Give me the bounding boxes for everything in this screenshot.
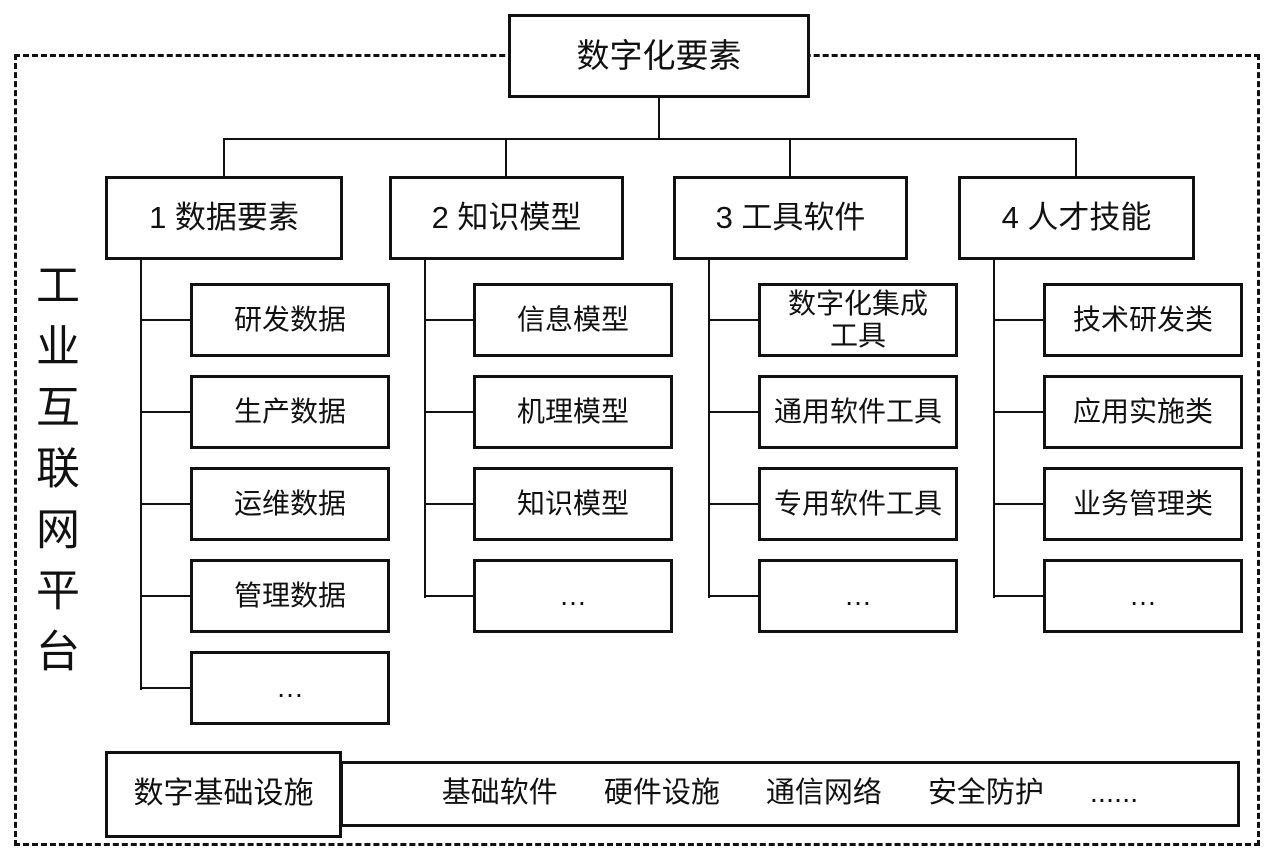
connector-drop-col2 <box>505 138 507 178</box>
connector-col2-branch-2 <box>424 411 473 413</box>
connector-col1-branch-3 <box>140 503 190 505</box>
node-general-software-tools: 通用软件工具 <box>758 375 958 449</box>
connector-col1-branch-2 <box>140 411 190 413</box>
connector-col4-branch-2 <box>993 411 1043 413</box>
platform-vertical-label: 工业互联网平台 <box>29 262 78 689</box>
connector-col4-spine <box>993 258 995 598</box>
node-header-talent-skills: 4 人才技能 <box>958 176 1195 260</box>
connector-drop-col4 <box>1075 138 1077 178</box>
infra-item-hardware-facilities: 硬件设施 <box>603 777 720 810</box>
node-data-ellipsis: … <box>190 651 390 725</box>
connector-col4-branch-4 <box>993 595 1043 597</box>
connector-col1-branch-5 <box>140 687 190 689</box>
node-application-category: 应用实施类 <box>1043 375 1243 449</box>
node-special-software-tools: 专用软件工具 <box>758 467 958 541</box>
connector-col3-branch-1 <box>708 319 758 321</box>
node-model-ellipsis: … <box>473 559 673 633</box>
node-digital-integration-tools: 数字化集成 工具 <box>758 283 958 357</box>
node-mechanism-model: 机理模型 <box>473 375 673 449</box>
infrastructure-bar: 基础软件 硬件设施 通信网络 安全防护 ...... <box>340 761 1240 827</box>
connector-bus <box>223 138 1077 140</box>
connector-col4-branch-3 <box>993 503 1043 505</box>
node-header-tool-software: 3 工具软件 <box>673 176 908 260</box>
infra-item-basic-software: 基础软件 <box>441 777 558 810</box>
connector-col2-branch-3 <box>424 503 473 505</box>
connector-drop-col3 <box>789 138 791 178</box>
infra-item-ellipsis: ...... <box>1089 777 1139 810</box>
node-rd-data: 研发数据 <box>190 283 390 357</box>
infra-item-security-protection: 安全防护 <box>927 777 1044 810</box>
connector-root-drop <box>658 97 660 140</box>
connector-col2-branch-1 <box>424 319 473 321</box>
node-business-mgmt-category: 业务管理类 <box>1043 467 1243 541</box>
node-skills-ellipsis: … <box>1043 559 1243 633</box>
platform-boundary-frame <box>14 54 1260 846</box>
node-header-knowledge-models: 2 知识模型 <box>389 176 624 260</box>
node-tools-ellipsis: … <box>758 559 958 633</box>
connector-drop-col1 <box>223 138 225 178</box>
connector-col3-branch-3 <box>708 503 758 505</box>
node-production-data: 生产数据 <box>190 375 390 449</box>
node-digital-infrastructure: 数字基础设施 <box>105 751 342 838</box>
connector-col1-branch-4 <box>140 595 190 597</box>
node-knowledge-model: 知识模型 <box>473 467 673 541</box>
infra-item-communication-network: 通信网络 <box>765 777 882 810</box>
connector-col1-branch-1 <box>140 319 190 321</box>
node-om-data: 运维数据 <box>190 467 390 541</box>
node-management-data: 管理数据 <box>190 559 390 633</box>
node-information-model: 信息模型 <box>473 283 673 357</box>
root-node: 数字化要素 <box>508 14 810 98</box>
connector-col3-spine <box>708 258 710 598</box>
connector-col4-branch-1 <box>993 319 1043 321</box>
connector-col2-branch-4 <box>424 595 473 597</box>
connector-col3-branch-2 <box>708 411 758 413</box>
node-header-data-elements: 1 数据要素 <box>105 176 343 260</box>
connector-col1-spine <box>140 258 142 690</box>
connector-col2-spine <box>424 258 426 598</box>
node-tech-rd-category: 技术研发类 <box>1043 283 1243 357</box>
connector-col3-branch-4 <box>708 595 758 597</box>
